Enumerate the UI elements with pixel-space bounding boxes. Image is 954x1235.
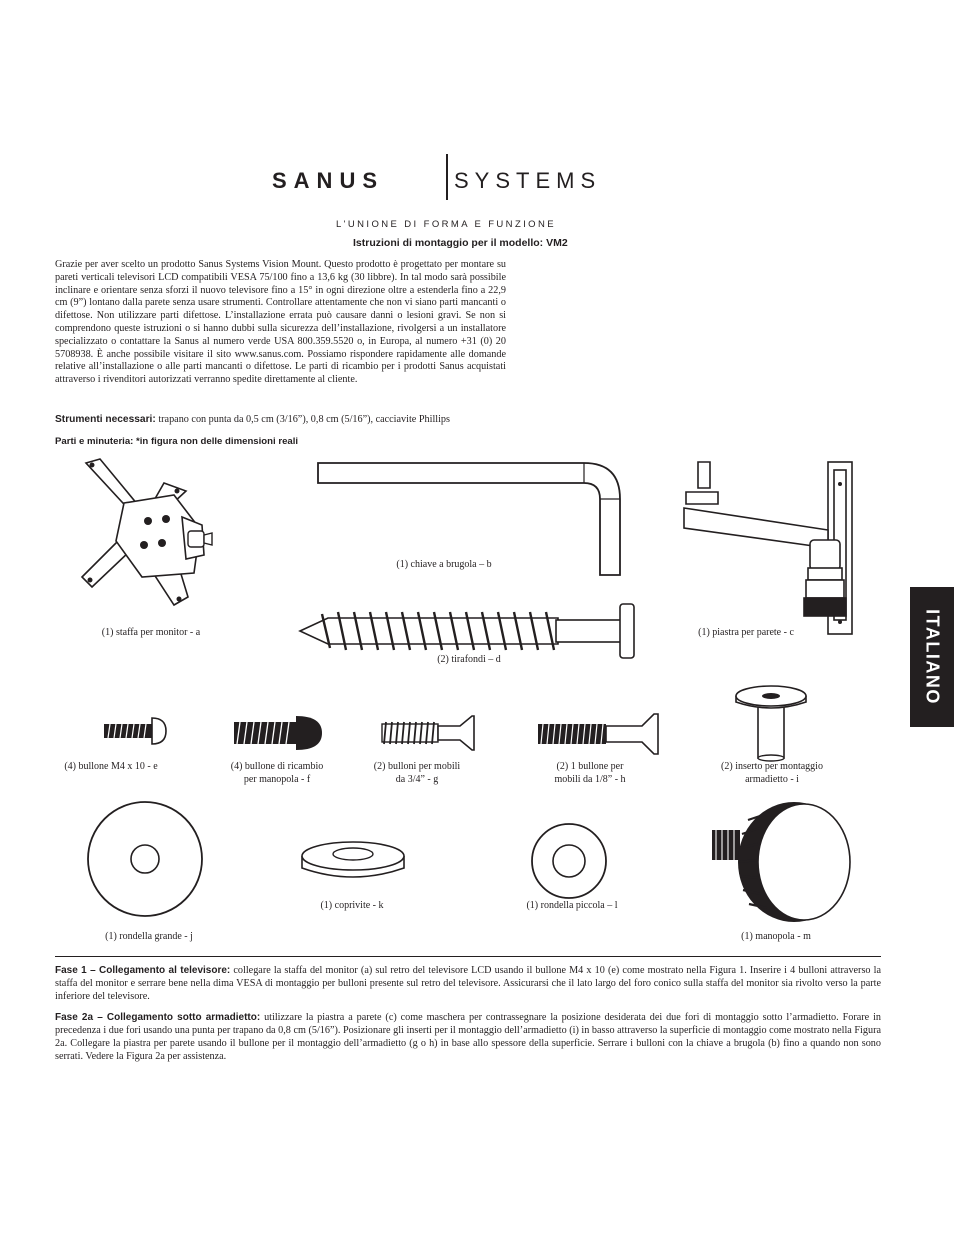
tools-required: Strumenti necessari: trapano con punta d… (55, 414, 575, 425)
step-2a-text: utilizzare la piastra a parete (c) come … (55, 1012, 881, 1062)
part-j-label: (1) rondella grande - j (105, 931, 193, 942)
cabinet-insert-drawing (735, 685, 807, 762)
section-divider (55, 956, 881, 957)
part-i-label-1: (2) inserto per montaggio (721, 761, 823, 772)
tools-text: trapano con punta da 0,5 cm (3/16”), 0,8… (155, 414, 450, 425)
brand-tagline: L'UNIONE DI FORMA E FUNZIONE (336, 219, 556, 230)
parts-heading: Parti e minuteria: *in figura non delle … (55, 436, 299, 447)
replacement-bolt-drawing (234, 716, 322, 750)
monitor-bracket-drawing (80, 458, 213, 607)
language-tab-label: ITALIANO (922, 609, 943, 705)
part-l-label: (1) rondella piccola – l (526, 900, 618, 911)
part-g-label-2: da 3/4” - g (395, 774, 439, 785)
part-d-label: (2) tirafondi – d (437, 654, 501, 665)
tools-label: Strumenti necessari: (55, 414, 156, 425)
part-i-label-2: armadietto - i (745, 774, 799, 785)
cabinet-bolt-3-4-drawing (381, 715, 475, 751)
step-2a: Fase 2a – Collegamento sotto armadietto:… (55, 1011, 881, 1063)
lag-bolt-drawing (298, 603, 635, 659)
wall-plate-drawing (683, 461, 853, 635)
part-f-label-1: (4) bullone di ricambio (230, 761, 324, 772)
brand-name-right: SYSTEMS (454, 168, 602, 193)
part-h-label-1: (2) 1 bullone per (556, 761, 624, 772)
part-m-label: (1) manopola - m (741, 931, 811, 942)
document-subtitle: Istruzioni di montaggio per il modello: … (353, 237, 568, 249)
brand-name-left: SANUS (272, 168, 385, 193)
part-a-label: (1) staffa per monitor - a (101, 627, 201, 638)
part-h-label-2: mobili da 1/8” - h (554, 774, 626, 785)
step-1-title: Fase 1 – Collegamento al televisore: (55, 965, 231, 976)
large-washer-drawing (87, 801, 203, 917)
intro-paragraph: Grazie per aver scelto un prodotto Sanus… (55, 259, 506, 386)
part-b-label: (1) chiave a brugola – b (396, 559, 492, 570)
part-e-label: (4) bullone M4 x 10 - e (64, 761, 158, 772)
small-washer-drawing (531, 823, 607, 899)
logo-divider (446, 154, 448, 200)
step-1-text: collegare la staffa del monitor (a) sul … (55, 965, 881, 1002)
cabinet-bolt-1-8-drawing (538, 713, 659, 755)
part-g-label-1: (2) bulloni per mobili (373, 761, 461, 772)
part-c-label: (1) piastra per parete - c (698, 627, 794, 638)
language-tab: ITALIANO (910, 587, 954, 727)
part-k-label: (1) coprivite - k (320, 900, 384, 911)
part-f-label-2: per manopola - f (243, 774, 311, 785)
screw-cover-drawing (301, 841, 405, 878)
knob-drawing (712, 802, 851, 922)
m4-bolt-drawing (104, 717, 167, 745)
brand-logo: SANUS SYSTEMS (272, 154, 672, 200)
step-1: Fase 1 – Collegamento al televisore: col… (55, 964, 881, 1003)
step-2a-title: Fase 2a – Collegamento sotto armadietto: (55, 1012, 261, 1023)
hex-key-drawing (317, 462, 621, 576)
